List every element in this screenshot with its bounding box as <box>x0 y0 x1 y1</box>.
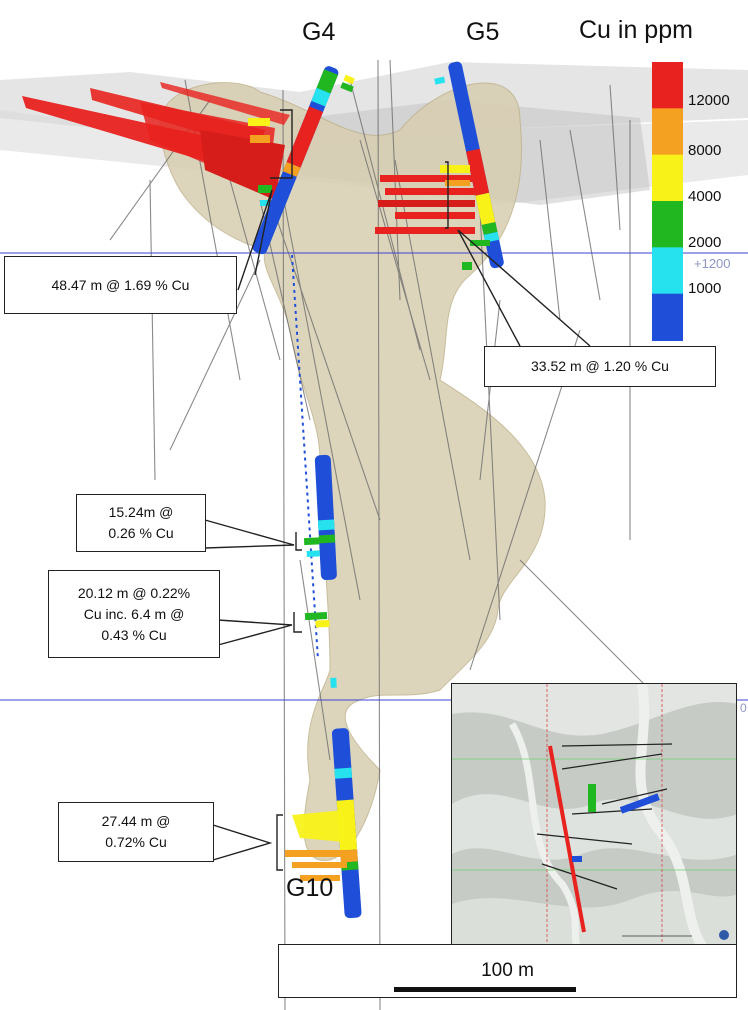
g4-assay-fan <box>22 82 290 206</box>
g5-hole <box>434 61 504 269</box>
intercept-callout-g10: 27.44 m @ 0.72% Cu <box>58 802 214 862</box>
legend-tick-2000: 2000 <box>688 234 722 251</box>
legend-swatch <box>652 62 683 110</box>
inset-map-graphic <box>452 684 736 944</box>
intercept-line: 27.44 m @ <box>101 813 171 829</box>
intercept-line: 0.72% Cu <box>105 834 167 850</box>
callout-leaders <box>204 109 591 871</box>
legend-swatch <box>652 154 683 202</box>
orebody-shell <box>159 82 546 861</box>
legend-title: Cu in ppm <box>579 16 693 44</box>
scale-bar <box>394 987 576 992</box>
legend-tick-8000: 8000 <box>688 142 722 159</box>
g4-lower-hole <box>303 454 337 688</box>
intercept-line: 0.43 % Cu <box>101 626 167 643</box>
g10-assay-bars <box>285 810 347 881</box>
intercept-line: Cu inc. 6.4 m @ <box>83 605 185 622</box>
intercept-callout-g4-lower: 20.12 m @ 0.22% Cu inc. 6.4 m @ 0.43 % C… <box>48 570 220 658</box>
legend-tick-12000: 12000 <box>688 92 730 109</box>
legend-swatch <box>652 247 683 295</box>
legend-swatch <box>652 108 683 156</box>
legend-swatch <box>652 201 683 249</box>
hole-label-g10: G10 <box>286 874 334 902</box>
elevation-tick: 0 <box>740 701 747 715</box>
g4-upper-hole <box>252 66 355 255</box>
intercept-callout-g4-mid: 15.24m @ 0.26 % Cu <box>76 494 206 552</box>
legend-tick-1000: 1000 <box>688 280 722 297</box>
hole-label-g5: G5 <box>466 18 500 46</box>
intercept-line: 33.52 m @ 1.20 % Cu <box>531 358 669 374</box>
intercept-line: 15.24m @ <box>108 504 174 520</box>
inset-plan-map <box>451 683 737 945</box>
scale-bar-label: 100 m <box>481 960 534 981</box>
legend-swatch <box>652 293 683 341</box>
intercept-line: 20.12 m @ 0.22% <box>77 584 191 601</box>
g4-trace <box>291 254 319 661</box>
g5-assay-bars <box>375 165 490 270</box>
intercept-line: 0.26 % Cu <box>108 525 174 541</box>
intercept-line: 48.47 m @ 1.69 % Cu <box>51 276 190 293</box>
other-drill-holes <box>109 59 701 1010</box>
intercept-callout-g4-upper: 48.47 m @ 1.69 % Cu <box>4 256 237 314</box>
legend-tick-4000: 4000 <box>688 188 722 205</box>
legend-colorbar <box>652 62 683 341</box>
scale-bar-box: 100 m <box>278 944 737 998</box>
hole-label-g4: G4 <box>302 18 336 46</box>
intercept-callout-g5: 33.52 m @ 1.20 % Cu <box>484 346 716 387</box>
elevation-label: +1200 <box>694 256 731 271</box>
